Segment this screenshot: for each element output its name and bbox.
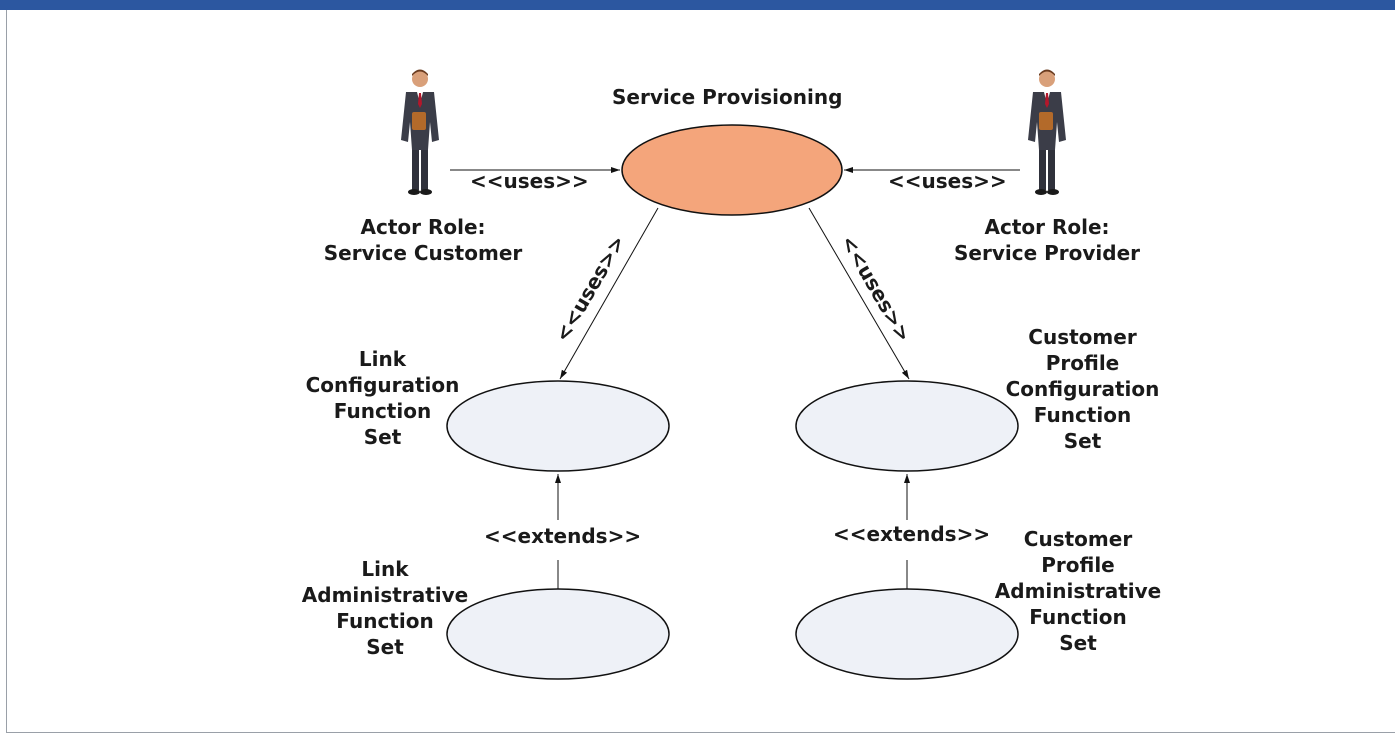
- uses-label-right: <<uses>>: [836, 231, 916, 346]
- link-configuration-label: Link Configuration Function Set: [305, 347, 460, 449]
- frame-border-bottom: [6, 732, 1395, 733]
- customer-profile-configuration-label: Customer Profile Configuration Function …: [1005, 325, 1160, 453]
- customer-profile-administrative-label: Customer Profile Administrative Function…: [994, 527, 1162, 655]
- actor-label-service-provider: Actor Role: Service Provider: [953, 215, 1140, 265]
- businessman-icon: [1028, 69, 1066, 195]
- uses-connector-right: [808, 207, 910, 380]
- frame-border-left: [6, 10, 7, 732]
- uses-connector-left: [559, 207, 659, 380]
- extends-label-left: <<extends>>: [484, 524, 642, 548]
- link-administrative-label: Link Administrative Function Set: [301, 557, 469, 659]
- link-administrative-usecase: [446, 588, 670, 680]
- customer-uses-label: <<uses>>: [470, 169, 589, 193]
- extends-label-right: <<extends>>: [833, 522, 991, 546]
- uses-label-left: <<uses>>: [550, 231, 630, 346]
- top-bar: [0, 0, 1395, 10]
- service-provisioning-usecase: [621, 124, 843, 216]
- link-configuration-usecase: [446, 380, 670, 472]
- main-usecase-title: Service Provisioning: [612, 85, 843, 109]
- customer-profile-configuration-usecase: [795, 380, 1019, 472]
- provider-uses-label: <<uses>>: [888, 169, 1007, 193]
- actor-label-service-customer: Actor Role: Service Customer: [323, 215, 523, 265]
- businessman-icon: [401, 69, 439, 195]
